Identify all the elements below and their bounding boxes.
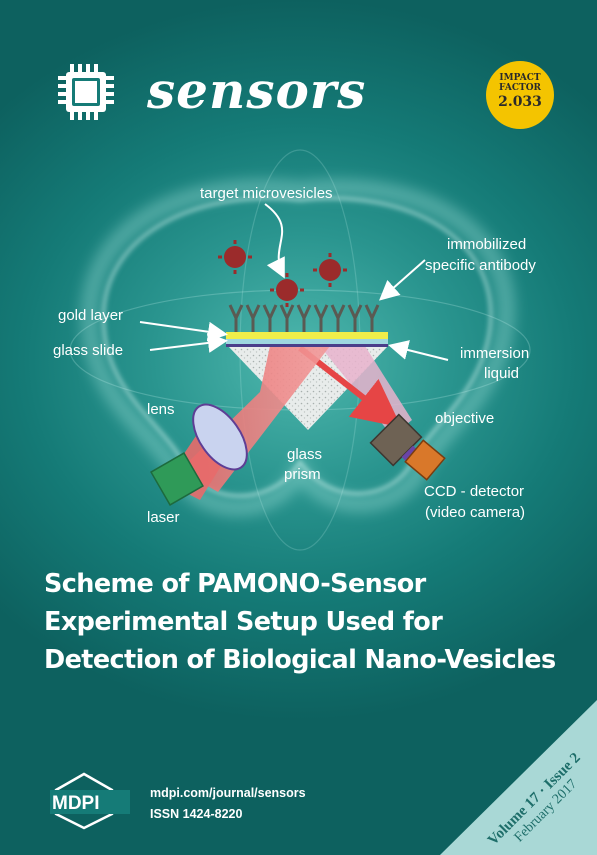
label-immersion-1: immersion bbox=[460, 345, 530, 362]
label-antibody-2: specific antibody bbox=[425, 257, 536, 274]
pointer-immersion bbox=[388, 340, 449, 361]
impact-factor-badge: IMPACT FACTOR 2.033 bbox=[486, 61, 554, 129]
mdpi-logo: MDPI bbox=[50, 772, 130, 830]
label-prism-1: glass bbox=[287, 446, 323, 463]
label-antibody-1: immobilized bbox=[447, 236, 527, 253]
journal-title: sensors bbox=[147, 61, 367, 120]
cover-headline: Scheme of PAMONO-Sensor Experimental Set… bbox=[44, 565, 584, 679]
label-immersion-2: liquid bbox=[484, 365, 520, 382]
pointer-antibody bbox=[379, 259, 426, 301]
pamono-setup-illustration bbox=[139, 203, 449, 506]
impact-factor-value: 2.033 bbox=[498, 94, 542, 110]
journal-logo bbox=[58, 64, 114, 120]
pointer-glass-slide bbox=[149, 333, 228, 353]
issn: ISSN 1424-8220 bbox=[150, 807, 243, 821]
headline-line-1: Scheme of PAMONO-Sensor bbox=[44, 569, 426, 599]
ccd-detector bbox=[404, 439, 446, 481]
glass-slide bbox=[226, 339, 388, 344]
pointer-target bbox=[264, 203, 285, 279]
label-prism-2: prism bbox=[284, 466, 321, 483]
antibody-row bbox=[228, 304, 380, 332]
label-lens: lens bbox=[147, 401, 175, 418]
headline-line-3: Detection of Biological Nano-Vesicles bbox=[44, 645, 556, 675]
pointer-gold bbox=[139, 321, 228, 342]
publisher-name: MDPI bbox=[52, 793, 100, 814]
headline-line-2: Experimental Setup Used for bbox=[44, 607, 443, 637]
gold-layer bbox=[226, 332, 388, 339]
impact-factor-label-1: IMPACT bbox=[499, 73, 541, 83]
immersion-liquid bbox=[226, 344, 388, 347]
label-ccd-1: CCD - detector bbox=[424, 483, 525, 500]
label-glass-slide: glass slide bbox=[53, 342, 124, 359]
label-objective: objective bbox=[435, 410, 495, 427]
microvesicles bbox=[218, 240, 347, 307]
journal-url: mdpi.com/journal/sensors bbox=[150, 786, 306, 800]
label-ccd-2: (video camera) bbox=[425, 504, 526, 521]
laser-source bbox=[150, 452, 204, 506]
label-laser: laser bbox=[147, 509, 180, 526]
impact-factor-label-2: FACTOR bbox=[498, 83, 542, 93]
chip-icon bbox=[58, 64, 114, 120]
lens bbox=[192, 403, 248, 471]
label-gold: gold layer bbox=[58, 307, 124, 324]
label-target: target microvesicles bbox=[200, 185, 333, 202]
